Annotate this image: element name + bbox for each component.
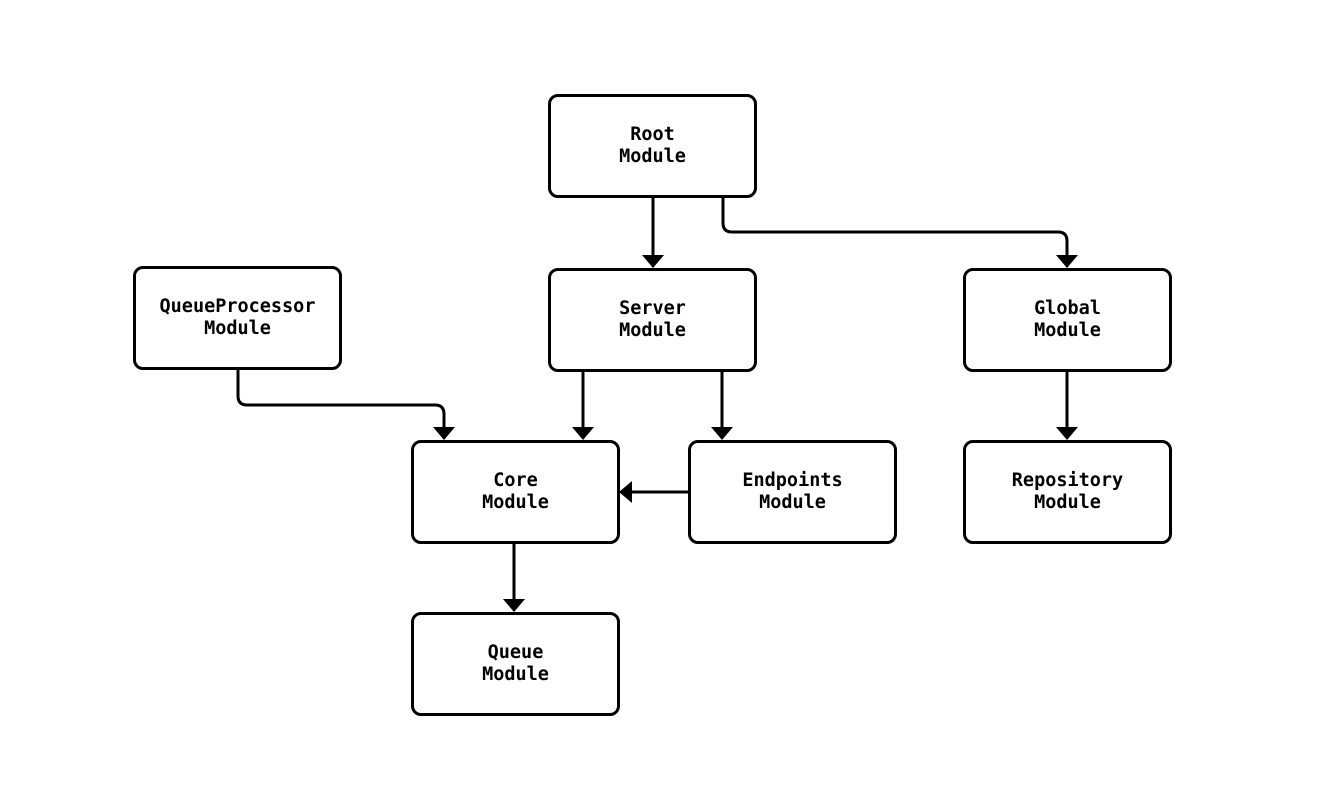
edge-core-to-queue-arrowhead-icon xyxy=(503,599,525,612)
edge-server-to-core-arrowhead-icon xyxy=(572,427,594,440)
node-label-line: Module xyxy=(619,146,686,167)
edge-root-to-global-arrowhead-icon xyxy=(1056,255,1078,268)
edge-endpoints-to-core-arrowhead-icon xyxy=(619,481,632,503)
edge-global-to-repository-arrowhead-icon xyxy=(1056,427,1078,440)
node-label-line: Core xyxy=(493,470,538,491)
node-label-line: Repository xyxy=(1011,470,1124,491)
edge-queueprocessor-to-core-line xyxy=(236,370,446,429)
node-label-line: Module xyxy=(1034,492,1101,513)
node-label-line: Server xyxy=(619,298,686,319)
edge-queueprocessor-to-core-arrowhead-icon xyxy=(433,427,455,440)
node-label-line: Queue xyxy=(487,642,544,663)
edge-server-to-endpoints-arrowhead-icon xyxy=(711,427,733,440)
node-label-line: Module xyxy=(482,492,549,513)
node-label-line: Endpoints xyxy=(742,470,843,491)
node-label-line: Root xyxy=(630,124,675,145)
node-label-line: Global xyxy=(1034,298,1101,319)
node-label-line: Module xyxy=(1034,320,1101,341)
node-label-line: Module xyxy=(619,320,686,341)
node-label-line: Module xyxy=(482,664,549,685)
edge-root-to-global-line xyxy=(721,198,1069,257)
node-label-line: Module xyxy=(759,492,826,513)
node-label-line: QueueProcessor xyxy=(159,296,316,317)
edge-root-to-server-arrowhead-icon xyxy=(642,255,664,268)
node-label-line: Module xyxy=(204,318,271,339)
